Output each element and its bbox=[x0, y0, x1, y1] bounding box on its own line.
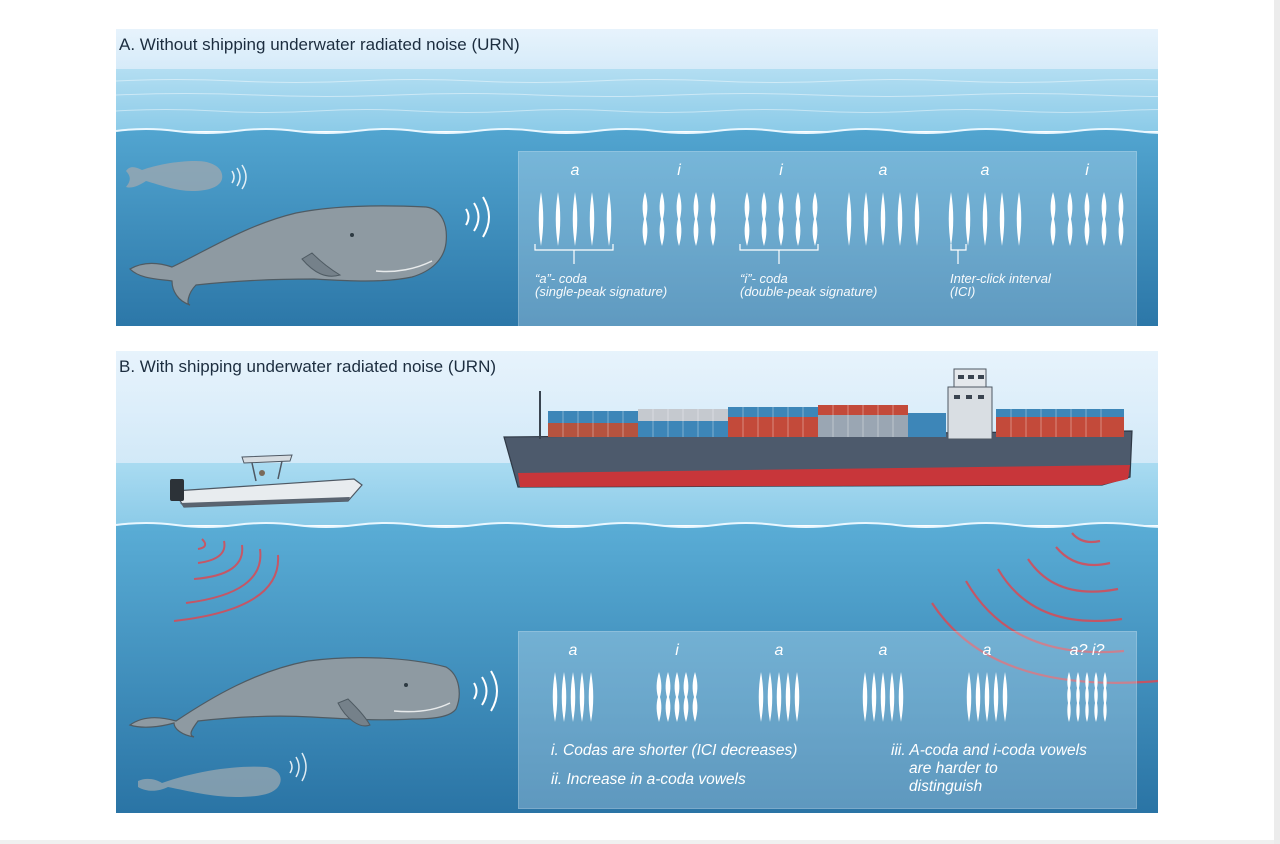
coda-vowel-label: a bbox=[878, 162, 888, 179]
scrollbar[interactable] bbox=[1274, 0, 1280, 844]
effect-more-a-codas: ii. Increase in a-coda vowels bbox=[551, 771, 746, 788]
coda-group: a bbox=[937, 642, 1037, 724]
click-train-single bbox=[538, 192, 612, 246]
coda-group: a? i? bbox=[1037, 642, 1137, 724]
click-train-single-short bbox=[552, 672, 594, 722]
click-train-single-short bbox=[966, 672, 1008, 722]
coda-vowel-label: a? i? bbox=[1069, 642, 1105, 659]
calf-whale-icon bbox=[126, 161, 223, 191]
panel-b-with-noise: B. With shipping underwater radiated noi… bbox=[116, 351, 1158, 813]
effect-iii-line1: iii. A-coda and i-coda vowels bbox=[891, 742, 1087, 759]
panel-a-without-noise: A. Without shipping underwater radiated … bbox=[116, 29, 1158, 326]
click-sound-icon bbox=[465, 196, 490, 238]
click-train-double-short bbox=[656, 672, 698, 722]
click-train-double bbox=[642, 192, 716, 246]
click-sound-icon bbox=[231, 164, 247, 190]
ici-abbr: (ICI) bbox=[950, 284, 976, 299]
i-coda-label: “i”- coda bbox=[740, 271, 788, 286]
coda-group: a bbox=[833, 162, 933, 248]
click-train-double bbox=[744, 192, 818, 246]
click-train-single bbox=[846, 192, 920, 246]
click-train-single-short bbox=[758, 672, 800, 722]
ici-note: Inter-click interval (ICI) bbox=[950, 272, 1051, 298]
click-train-ambiguous bbox=[1067, 672, 1107, 722]
coda-group: i bbox=[1037, 162, 1137, 248]
container-ship-icon bbox=[503, 368, 1133, 488]
speedboat-icon bbox=[170, 454, 363, 508]
effect-iii-line2: are harder to bbox=[909, 760, 998, 777]
noise-wave-icon bbox=[173, 538, 280, 622]
effect-vowels-indistinct: iii. A-coda and i-coda vowels are harder… bbox=[891, 742, 1087, 796]
panel-a-scene bbox=[116, 29, 1158, 326]
click-sound-icon bbox=[289, 752, 307, 782]
i-coda-desc: (double-peak signature) bbox=[740, 284, 878, 299]
coda-vowel-label: a bbox=[980, 162, 990, 179]
coda-vowel-label: a bbox=[568, 642, 578, 659]
coda-vowel-label: a bbox=[878, 642, 888, 659]
coda-brackets bbox=[534, 244, 967, 264]
coda-vowel-label: i bbox=[779, 162, 783, 179]
sperm-whale-icon bbox=[129, 205, 447, 306]
effect-shorter-codas: i. Codas are shorter (ICI decreases) bbox=[551, 742, 798, 759]
coda-group: a bbox=[523, 642, 623, 724]
click-train-single-short bbox=[862, 672, 904, 722]
calf-whale-icon bbox=[138, 766, 281, 797]
coda-group: a bbox=[729, 642, 829, 724]
panel-b-title: B. With shipping underwater radiated noi… bbox=[119, 357, 497, 376]
click-sound-icon bbox=[473, 670, 498, 712]
coda-box-a: a i i a a bbox=[518, 151, 1137, 326]
coda-vowel-label: i bbox=[677, 162, 681, 179]
coda-group: a bbox=[833, 642, 933, 724]
a-coda-note: “a”- coda (single-peak signature) bbox=[535, 272, 667, 298]
coda-box-b: a i a a a bbox=[518, 631, 1137, 809]
page-bottom-rule bbox=[0, 840, 1280, 844]
panel-b-scene bbox=[116, 351, 1158, 813]
coda-vowel-label: i bbox=[1085, 162, 1089, 179]
coda-vowel-label: a bbox=[982, 642, 992, 659]
coda-group: i bbox=[627, 642, 727, 724]
ici-label: Inter-click interval bbox=[950, 271, 1051, 286]
coda-group: i bbox=[731, 162, 831, 248]
panel-a-title: A. Without shipping underwater radiated … bbox=[119, 35, 520, 54]
coda-group: i bbox=[629, 162, 729, 248]
coda-vowel-label: a bbox=[570, 162, 580, 179]
a-coda-desc: (single-peak signature) bbox=[535, 284, 668, 299]
sperm-whale-icon bbox=[128, 657, 460, 738]
effect-iii-line3: distinguish bbox=[909, 778, 983, 795]
i-coda-note: “i”- coda (double-peak signature) bbox=[740, 272, 877, 298]
a-coda-label: “a”- coda bbox=[535, 271, 588, 286]
click-train-double bbox=[1050, 192, 1124, 246]
coda-vowel-label: a bbox=[774, 642, 784, 659]
coda-group: a bbox=[935, 162, 1035, 248]
coda-vowel-label: i bbox=[675, 642, 679, 659]
click-train-single bbox=[948, 192, 1022, 246]
noise-wave-icon bbox=[931, 532, 1158, 684]
coda-group: a bbox=[525, 162, 625, 248]
